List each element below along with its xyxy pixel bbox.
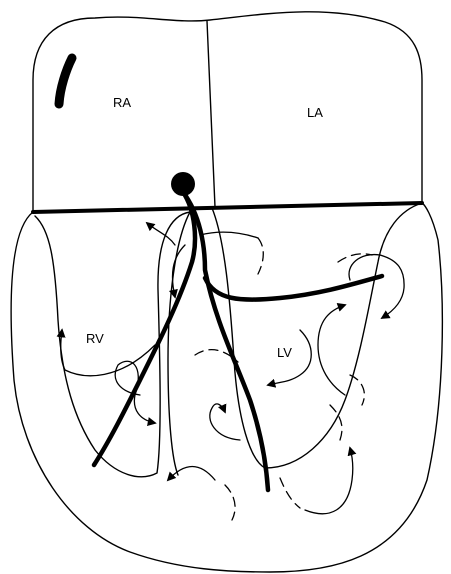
left-anterior-fascicle (205, 276, 382, 300)
ra-label: RA (113, 95, 131, 110)
activation-arrow (318, 305, 345, 395)
sinoatrial-node (59, 58, 72, 104)
ventricle-outer-outline (11, 203, 442, 572)
activation-arrow-dashed (280, 478, 300, 508)
activation-arrow-dashed (225, 485, 235, 520)
lv-label: LV (277, 345, 292, 360)
interatrial-septum (207, 21, 215, 207)
activation-arrow (147, 223, 175, 245)
atria-outline (33, 12, 422, 212)
his-bundle-right-branch (94, 192, 195, 465)
la-label: LA (307, 105, 323, 120)
rv-label: RV (86, 331, 104, 346)
activation-arrow (210, 404, 240, 440)
activation-arrow (61, 330, 155, 376)
av-plane (33, 203, 422, 212)
activation-arrow (305, 448, 353, 514)
activation-arrow (200, 232, 258, 238)
lv-cavity-outline (265, 203, 422, 468)
activation-arrow (168, 467, 215, 481)
activation-arrow-dashed (258, 238, 263, 274)
activation-arrow (349, 255, 404, 318)
